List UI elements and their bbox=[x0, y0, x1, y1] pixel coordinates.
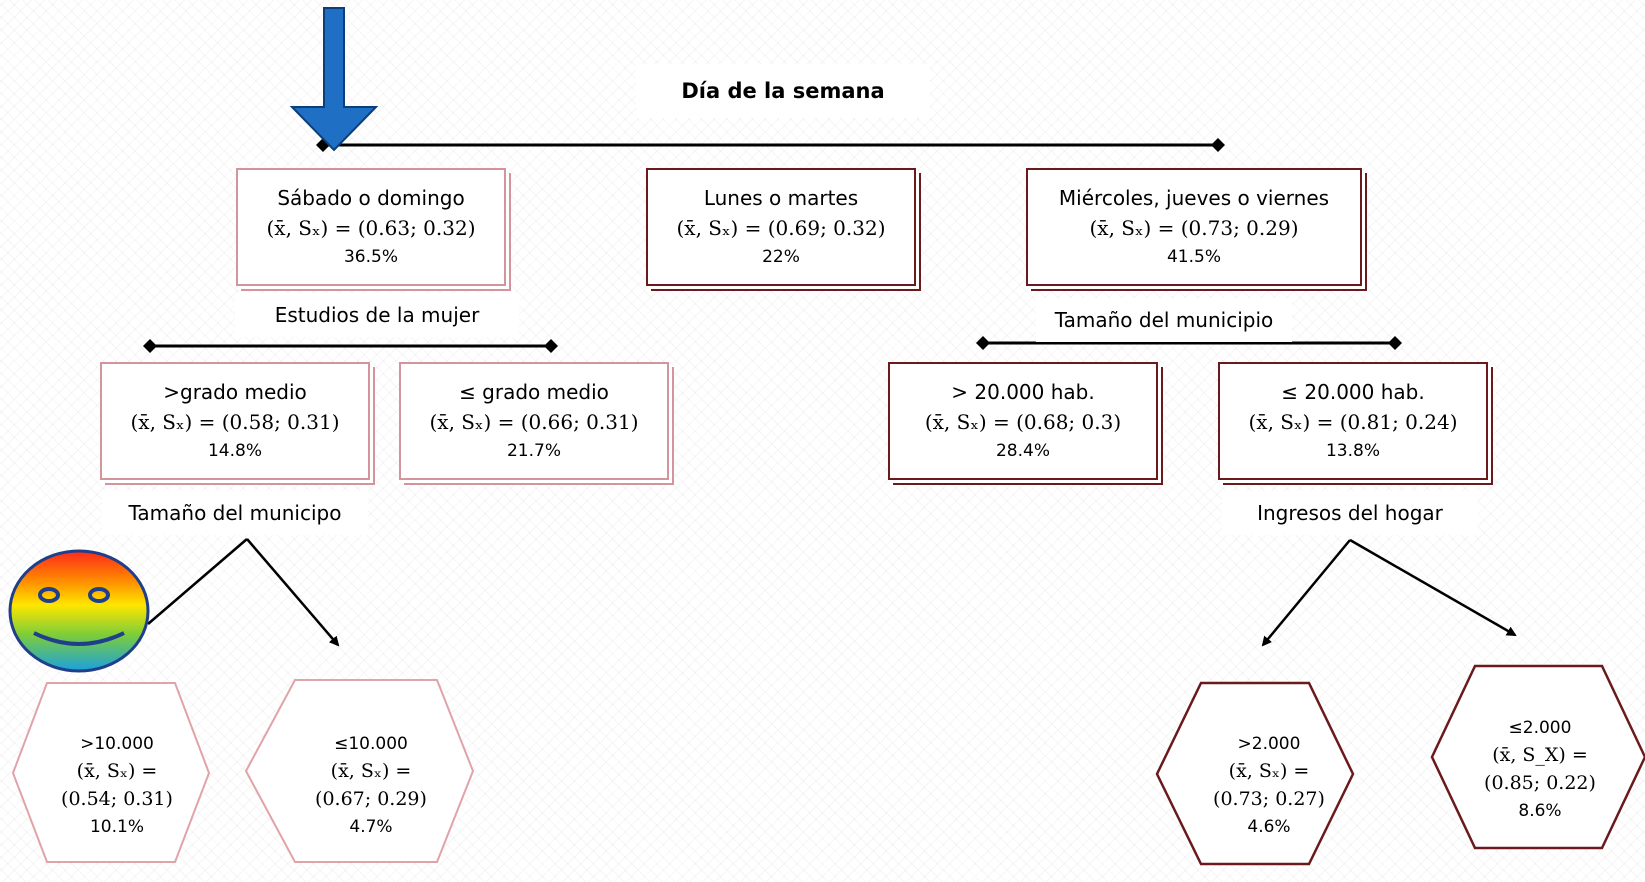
node-name: ≤ grado medio bbox=[459, 380, 609, 404]
node-name: Miércoles, jueves o viernes bbox=[1058, 186, 1330, 210]
node-pct: 41.5% bbox=[1166, 247, 1221, 267]
node-stat: (x̄, Sₓ) = (0.58; 0.31) bbox=[130, 410, 340, 434]
municipality-connector bbox=[976, 336, 1402, 350]
hexagon-ing-sup bbox=[1155, 681, 1355, 866]
leaf-mun-superior: >10.000 (x̄, Sₓ) = (0.54; 0.31) 10.1% bbox=[22, 720, 212, 852]
node-stat: (x̄, Sₓ) = (0.68; 0.3) bbox=[924, 410, 1122, 434]
leaf-stat-2: (0.73; 0.27) bbox=[1213, 788, 1325, 810]
node-pct: 21.7% bbox=[506, 441, 561, 461]
node-hab-superior: > 20.000 hab. (x̄, Sₓ) = (0.68; 0.3) 28.… bbox=[888, 362, 1158, 480]
leaf-name: ≤2.000 bbox=[1508, 718, 1572, 738]
node-pct: 28.4% bbox=[995, 441, 1050, 461]
leaf-name: ≤10.000 bbox=[334, 734, 408, 754]
split-label-tamano-right: Tamaño del municipio bbox=[1036, 298, 1292, 342]
leaf-pct: 4.6% bbox=[1247, 817, 1291, 837]
leaf-pct: 4.7% bbox=[349, 817, 393, 837]
education-connector bbox=[143, 339, 558, 353]
node-stat: (x̄, Sₓ) = (0.69; 0.32) bbox=[676, 216, 886, 240]
node-miercoles-viernes: Miércoles, jueves o viernes (x̄, Sₓ) = (… bbox=[1026, 168, 1362, 286]
leaf-name: >2.000 bbox=[1237, 734, 1301, 754]
leaf-stat-1: (x̄, S_X) = bbox=[1492, 744, 1588, 766]
node-name: >grado medio bbox=[163, 380, 307, 404]
node-stat: (x̄, Sₓ) = (0.73; 0.29) bbox=[1089, 216, 1299, 240]
node-stat: (x̄, Sₓ) = (0.81; 0.24) bbox=[1248, 410, 1458, 434]
leaf-pct: 10.1% bbox=[89, 817, 144, 837]
income-split-arrows bbox=[1261, 538, 1517, 647]
node-name: Lunes o martes bbox=[703, 186, 859, 210]
split-label-tamano-left: Tamaño del municipo bbox=[102, 491, 368, 535]
hexagon-mun-inf bbox=[244, 679, 475, 863]
leaf-ing-inferior: ≤2.000 (x̄, S_X) = (0.85; 0.22) 8.6% bbox=[1445, 704, 1635, 836]
node-sabado-domingo: Sábado o domingo (x̄, Sₓ) = (0.63; 0.32)… bbox=[236, 168, 506, 286]
leaf-pct: 8.6% bbox=[1518, 801, 1562, 821]
node-pct: 36.5% bbox=[343, 247, 398, 267]
node-name: > 20.000 hab. bbox=[951, 380, 1095, 404]
node-grado-inferior: ≤ grado medio (x̄, Sₓ) = (0.66; 0.31) 21… bbox=[399, 362, 669, 480]
node-stat: (x̄, Sₓ) = (0.66; 0.31) bbox=[429, 410, 639, 434]
node-pct: 22% bbox=[762, 247, 800, 267]
leaf-mun-inferior: ≤10.000 (x̄, Sₓ) = (0.67; 0.29) 4.7% bbox=[276, 720, 466, 852]
hexagon-mun-sup bbox=[11, 682, 211, 863]
node-hab-inferior: ≤ 20.000 hab. (x̄, Sₓ) = (0.81; 0.24) 13… bbox=[1218, 362, 1488, 480]
node-pct: 13.8% bbox=[1325, 441, 1380, 461]
leaf-stat-2: (0.67; 0.29) bbox=[315, 788, 427, 810]
leaf-stat-2: (0.54; 0.31) bbox=[61, 788, 173, 810]
node-name: ≤ 20.000 hab. bbox=[1281, 380, 1425, 404]
top-connector bbox=[316, 138, 1225, 152]
leaf-stat-2: (0.85; 0.22) bbox=[1484, 772, 1596, 794]
node-pct: 14.8% bbox=[207, 441, 262, 461]
hexagon-ing-inf bbox=[1430, 664, 1645, 850]
leaf-stat-1: (x̄, Sₓ) = bbox=[330, 760, 412, 782]
split-label-estudios: Estudios de la mujer bbox=[235, 293, 519, 337]
node-lunes-martes: Lunes o martes (x̄, Sₓ) = (0.69; 0.32) 2… bbox=[646, 168, 916, 286]
down-arrow-icon bbox=[289, 7, 379, 152]
node-stat: (x̄, Sₓ) = (0.63; 0.32) bbox=[266, 216, 476, 240]
leaf-stat-1: (x̄, Sₓ) = bbox=[76, 760, 158, 782]
leaf-name: >10.000 bbox=[80, 734, 154, 754]
split-label-ingresos: Ingresos del hogar bbox=[1222, 491, 1478, 535]
municipo-split-arrows bbox=[147, 538, 340, 647]
leaf-stat-1: (x̄, Sₓ) = bbox=[1228, 760, 1310, 782]
node-name: Sábado o domingo bbox=[277, 186, 465, 210]
leaf-ing-superior: >2.000 (x̄, Sₓ) = (0.73; 0.27) 4.6% bbox=[1174, 720, 1364, 852]
smiley-face-icon bbox=[8, 549, 150, 673]
node-grado-superior: >grado medio (x̄, Sₓ) = (0.58; 0.31) 14.… bbox=[100, 362, 370, 480]
tree-title: Día de la semana bbox=[636, 64, 930, 118]
